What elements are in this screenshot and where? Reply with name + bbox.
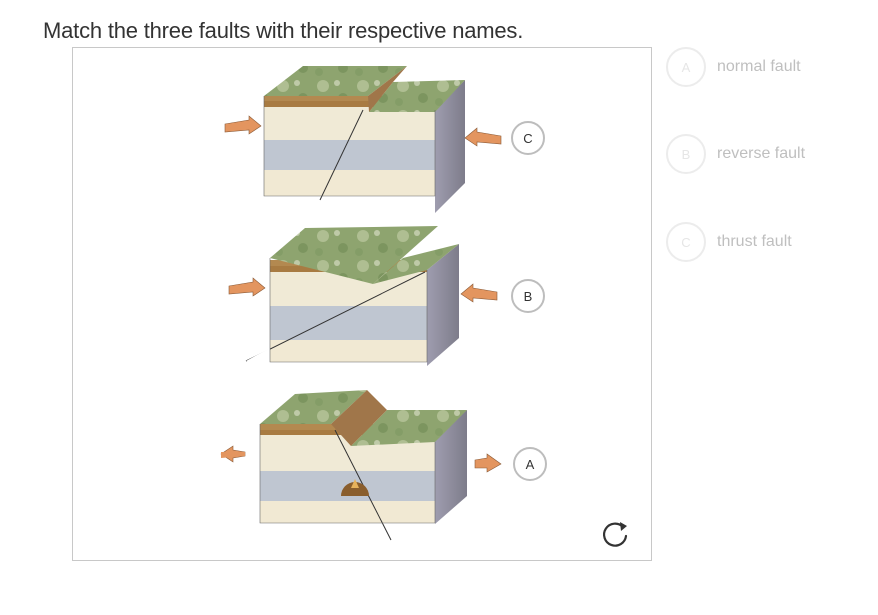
fault-block-top (224, 66, 502, 213)
fault-illustrations (220, 66, 502, 541)
reset-icon[interactable] (597, 516, 633, 552)
drop-target-middle-fault[interactable]: B (511, 279, 545, 313)
option-badge: B (666, 134, 706, 174)
option-label: reverse fault (717, 145, 806, 162)
stress-arrow-icon (224, 115, 262, 135)
drop-target-bottom-fault[interactable]: A (513, 447, 547, 481)
fault-diagram-panel: C B A (72, 47, 652, 561)
option-badge: C (666, 222, 706, 262)
option-badge: A (666, 47, 706, 87)
option-normal-fault[interactable]: A normal fault (666, 47, 801, 87)
option-label: thrust fault (717, 233, 792, 250)
stress-arrow-icon (460, 283, 498, 303)
question-prompt: Match the three faults with their respec… (43, 18, 524, 43)
option-reverse-fault[interactable]: B reverse fault (666, 134, 805, 174)
drop-target-top-fault[interactable]: C (511, 121, 545, 155)
stress-arrow-icon (228, 277, 266, 297)
option-thrust-fault[interactable]: C thrust fault (666, 222, 792, 262)
fault-block-bottom (220, 390, 502, 541)
option-label: normal fault (717, 58, 801, 75)
stress-arrow-icon (474, 453, 502, 473)
stress-arrow-icon (464, 127, 502, 147)
fault-block-middle (228, 226, 498, 366)
